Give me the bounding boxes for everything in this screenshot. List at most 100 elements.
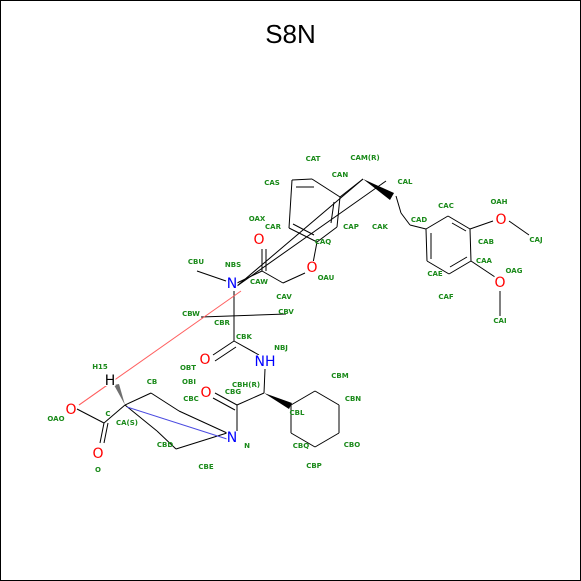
bond-line — [124, 404, 158, 432]
bond-line — [400, 212, 411, 226]
bond-line — [175, 432, 228, 450]
atom-label: CAB — [478, 238, 494, 246]
atom-label: N — [244, 442, 250, 450]
bond-line — [282, 272, 306, 284]
hetero-atom-o: O — [306, 260, 317, 276]
atom-label: CBN — [345, 395, 361, 403]
atom-label: CAT — [306, 155, 321, 163]
atom-label: CBH(R) — [232, 381, 260, 389]
bond-line — [425, 215, 449, 230]
blue-long-bond — [126, 406, 228, 440]
hetero-atom-o: O — [199, 352, 210, 368]
hetero-atom-backdrop — [65, 403, 77, 415]
atom-label: OAG — [506, 267, 523, 275]
bond-line — [426, 260, 450, 275]
atom-label: CBP — [306, 462, 322, 470]
bond-line — [200, 313, 287, 318]
hash-bond-cbh — [264, 393, 292, 409]
atom-label: CBW — [182, 310, 200, 318]
hetero-atom-h: H — [105, 373, 116, 389]
atom-label: CBV — [278, 308, 294, 316]
hetero-atom-o: O — [494, 275, 505, 291]
atom-label: CBM — [331, 372, 348, 380]
atom-label: CBC — [183, 395, 199, 403]
atom-label: CAA — [476, 257, 493, 265]
bond-line — [236, 392, 265, 406]
atom-label: OAH — [490, 198, 507, 206]
hetero-atom-backdrop — [494, 276, 506, 288]
bond-line — [76, 408, 105, 424]
hetero-atom-backdrop — [92, 447, 104, 459]
bond-line — [425, 228, 428, 262]
atom-label: CAJ — [529, 236, 542, 244]
bond-line — [236, 180, 387, 287]
bond-line — [212, 397, 236, 411]
hetero-atom-backdrop — [255, 355, 275, 367]
bond-line — [291, 178, 313, 181]
bond-line — [312, 241, 318, 264]
atom-label: CAW — [250, 278, 268, 286]
bond-line — [214, 346, 237, 362]
atom-label: CAR — [265, 223, 282, 231]
hetero-atom-backdrop — [104, 374, 116, 386]
atom-label: CAV — [276, 293, 292, 301]
atom-label: OAO — [47, 415, 64, 423]
hetero-atom-backdrop — [253, 233, 265, 245]
atom-label: CAL — [397, 178, 413, 186]
atom-label: CAM(R) — [350, 154, 379, 162]
atom-label: CAI — [493, 317, 506, 325]
bond-line — [214, 392, 238, 406]
atom-label: CAD — [411, 216, 428, 224]
wedge-bond-cam — [363, 179, 394, 200]
hetero-atom-backdrop — [200, 386, 212, 398]
atom-label: CBQ — [293, 442, 309, 450]
atom-label: CAP — [343, 223, 359, 231]
bond-line — [336, 196, 341, 228]
bond-line — [288, 227, 318, 243]
hetero-atom-n: N — [227, 430, 237, 446]
atom-label: CBR — [214, 319, 230, 327]
bond-line — [469, 228, 472, 262]
bond-line — [508, 220, 530, 236]
hetero-atom-n: N — [227, 276, 237, 292]
bond-line — [469, 220, 494, 230]
bond-line — [156, 430, 177, 450]
bond-line — [150, 392, 180, 412]
atom-label: CAF — [438, 293, 454, 301]
atom-label: OAU — [318, 274, 335, 282]
bond-line — [263, 368, 266, 394]
atom-label: OAX — [249, 215, 266, 223]
wedge-bond-ca — [114, 384, 125, 405]
atom-label: CBU — [188, 258, 204, 266]
atom-label: CA(S) — [116, 419, 138, 427]
bond-line — [178, 410, 228, 434]
bond-line — [451, 222, 467, 232]
atom-label: H15 — [92, 363, 108, 371]
bond-line — [196, 270, 227, 282]
atom-label: OBI — [182, 378, 196, 386]
hetero-atom-backdrop — [226, 277, 238, 289]
hetero-atom-o: O — [65, 402, 76, 418]
bond-line — [212, 340, 235, 356]
atom-label: CBG — [225, 388, 241, 396]
hetero-atom-n: NH — [255, 354, 276, 370]
atom-label: NBS — [225, 261, 241, 269]
hetero-atom-o: O — [495, 212, 506, 228]
bond-line — [409, 224, 427, 230]
hetero-atom-o: O — [200, 385, 211, 401]
atom-label: CBE — [198, 463, 213, 471]
hetero-atom-o: O — [92, 446, 103, 462]
atom-label: CAQ — [315, 238, 332, 246]
bond-line — [447, 215, 471, 230]
atom-label: CBD — [157, 441, 173, 449]
atom-label: CB — [147, 378, 157, 386]
hetero-atom-backdrop — [199, 353, 211, 365]
bond-line — [290, 390, 316, 406]
bond-line — [236, 178, 364, 287]
bond-line — [99, 422, 105, 444]
atom-label: CBK — [236, 333, 252, 341]
bond-line — [470, 260, 496, 278]
